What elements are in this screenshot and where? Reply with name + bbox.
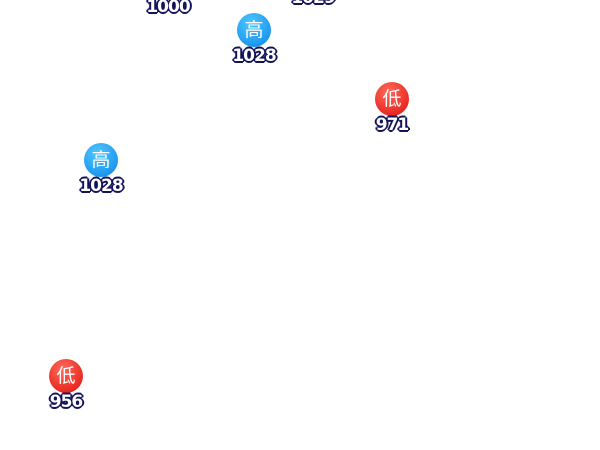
pressure-label: 1029 — [283, 0, 343, 7]
pressure-value: 971 — [375, 115, 410, 135]
high-pressure-icon: 高 — [84, 143, 118, 177]
pressure-value: 1028 — [232, 46, 276, 66]
pressure-value: 1028 — [79, 176, 123, 196]
pressure-value: 1000 — [146, 0, 190, 17]
low-pressure-icon: 低 — [49, 359, 83, 393]
high-pressure-icon: 高 — [237, 13, 271, 47]
pressure-label: 1000 — [138, 0, 198, 16]
pressure-value: 956 — [49, 392, 84, 412]
low-pressure-icon: 低 — [375, 82, 409, 116]
pressure-value: 1029 — [283, 0, 343, 7]
